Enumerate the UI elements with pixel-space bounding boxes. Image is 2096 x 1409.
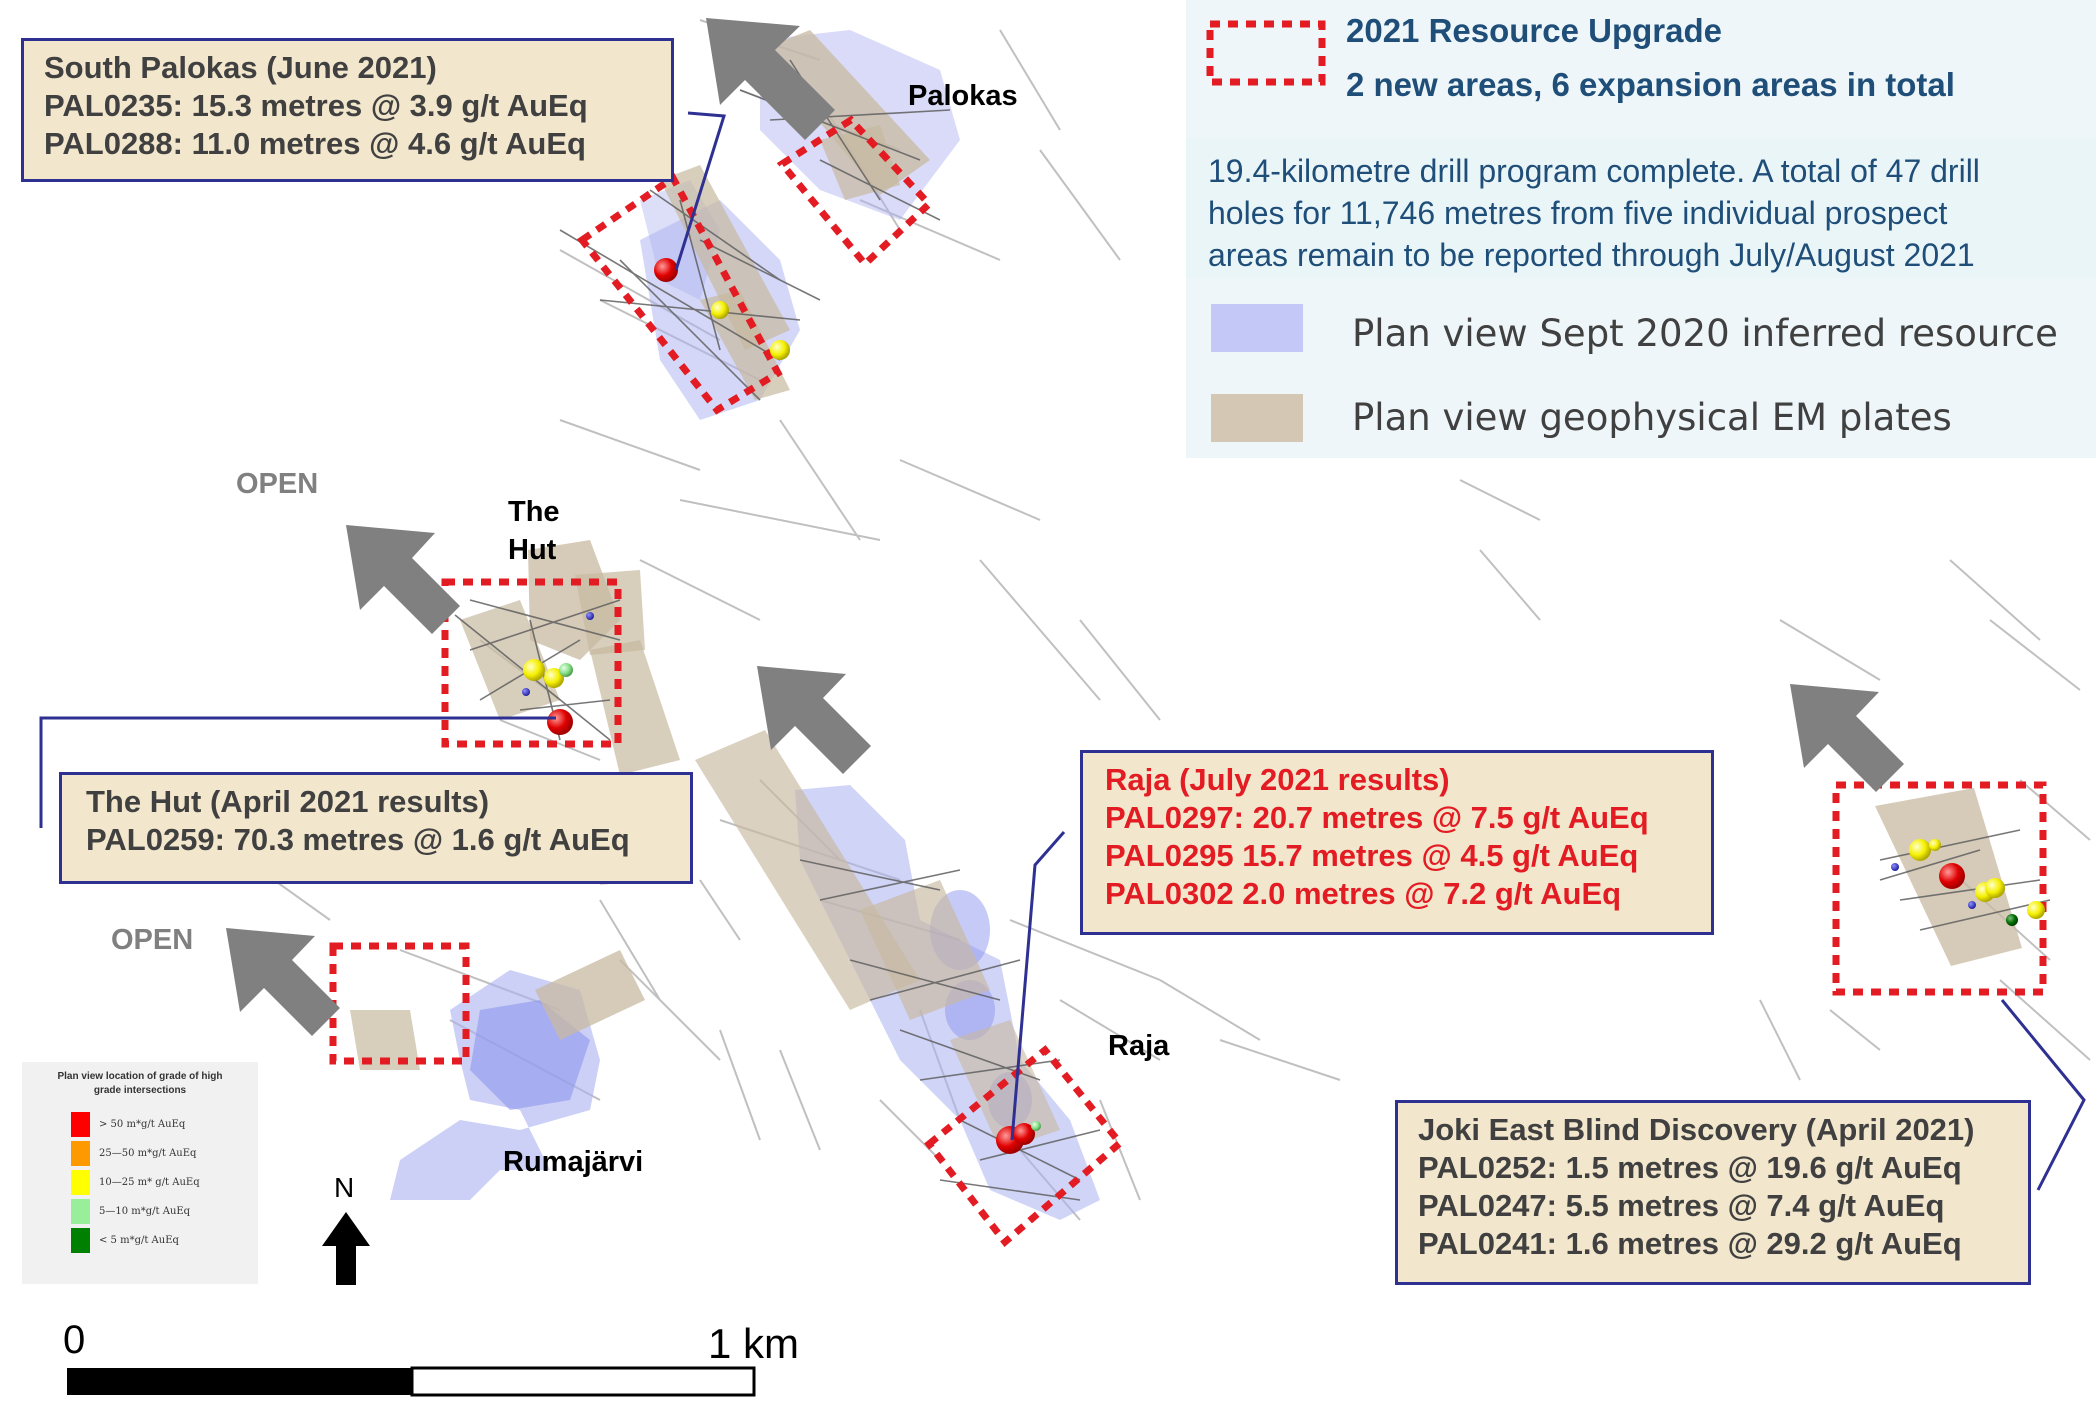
- north-label: N: [334, 1172, 355, 1203]
- callout-line: PAL0295 15.7 metres @ 4.5 g/t AuEq: [1105, 838, 1639, 873]
- grade-label: 5—10 m*g/t AuEq: [99, 1206, 191, 1217]
- grade-label: 10—25 m* g/t AuEq: [99, 1177, 200, 1188]
- grade-label: 25—50 m*g/t AuEq: [99, 1148, 197, 1159]
- grade-swatch: [71, 1228, 90, 1253]
- callout-title: The Hut (April 2021 results): [86, 784, 490, 819]
- grade-label: < 5 m*g/t AuEq: [99, 1235, 179, 1246]
- rumajarvi-area: [329, 942, 645, 1200]
- callout-leader-lines: [39, 111, 2086, 1191]
- callout-title: Joki East Blind Discovery (April 2021): [1418, 1112, 1975, 1147]
- scale-start-label: 0: [63, 1318, 86, 1362]
- grade-swatch: [71, 1199, 90, 1224]
- arrow-up-icon: [322, 1212, 370, 1285]
- scale-end-label: 1 km: [708, 1320, 800, 1367]
- callout-line: PAL0259: 70.3 metres @ 1.6 g/t AuEq: [86, 822, 630, 857]
- legend-program-line: 19.4-kilometre drill program complete. A…: [1208, 153, 1980, 189]
- raja-area: [695, 730, 1125, 1248]
- legend-program-line: holes for 11,746 metres from five indivi…: [1208, 195, 1948, 231]
- legend-program-text: 19.4-kilometre drill program complete. A…: [1208, 150, 1980, 276]
- callout-line: PAL0288: 11.0 metres @ 4.6 g/t AuEq: [44, 126, 586, 161]
- callout-the-hut: The Hut (April 2021 results) PAL0259: 70…: [59, 772, 693, 884]
- arrow-northwest-icon: [226, 18, 1904, 1036]
- label-rumajarvi: Rumajärvi: [503, 1146, 644, 1178]
- legend-resource-label: Plan view Sept 2020 inferred resource: [1352, 312, 2058, 355]
- label-palokas: Palokas: [908, 80, 1018, 112]
- scale-bar: [67, 1366, 756, 1397]
- callout-line: PAL0297: 20.7 metres @ 7.5 g/t AuEq: [1105, 800, 1649, 835]
- label-open-2: OPEN: [111, 924, 194, 956]
- label-the-hut-line2: Hut: [508, 534, 557, 566]
- callout-raja: Raja (July 2021 results) PAL0297: 20.7 m…: [1080, 750, 1714, 935]
- grade-legend-title-line: Plan view location of grade of high: [57, 1071, 223, 1082]
- callout-line: PAL0252: 1.5 metres @ 19.6 g/t AuEq: [1418, 1150, 1962, 1185]
- resource-swatch: [1211, 304, 1303, 352]
- legend-panel: 2021 Resource Upgrade 2 new areas, 6 exp…: [1186, 0, 2096, 458]
- callout-line: PAL0247: 5.5 metres @ 7.4 g/t AuEq: [1418, 1188, 1945, 1223]
- joki-east-area: [1832, 781, 2051, 996]
- legend-upgrade-title: 2021 Resource Upgrade: [1346, 12, 1723, 49]
- grade-swatch: [71, 1170, 90, 1195]
- grade-legend-title-line: grade intersections: [93, 1085, 187, 1096]
- grade-label: > 50 m*g/t AuEq: [99, 1119, 186, 1130]
- legend-upgrade-subtitle: 2 new areas, 6 expansion areas in total: [1346, 66, 1955, 103]
- grade-legend-title: Plan view location of grade of high grad…: [22, 1070, 258, 1098]
- label-the-hut-line1: The: [508, 496, 560, 528]
- callout-title: South Palokas (June 2021): [44, 50, 437, 85]
- callout-line: PAL0235: 15.3 metres @ 3.9 g/t AuEq: [44, 88, 588, 123]
- legend-program-line: areas remain to be reported through July…: [1208, 237, 1975, 273]
- upgrade-outline-swatch: [1206, 20, 1326, 86]
- callout-title: Raja (July 2021 results): [1105, 762, 1450, 797]
- palokas-area: [559, 30, 960, 420]
- legend-program-box: [1186, 138, 2096, 278]
- label-raja: Raja: [1108, 1030, 1170, 1062]
- label-open-1: OPEN: [236, 468, 319, 500]
- callout-line: PAL0241: 1.6 metres @ 29.2 g/t AuEq: [1418, 1226, 1962, 1261]
- em-plate-swatch: [1211, 394, 1303, 442]
- callout-joki-east: Joki East Blind Discovery (April 2021) P…: [1395, 1100, 2031, 1285]
- grade-swatch: [71, 1141, 90, 1166]
- callout-line: PAL0302 2.0 metres @ 7.2 g/t AuEq: [1105, 876, 1622, 911]
- grade-legend: Plan view location of grade of high grad…: [22, 1062, 258, 1284]
- callout-south-palokas: South Palokas (June 2021) PAL0235: 15.3 …: [21, 38, 674, 182]
- grade-swatch: [71, 1112, 90, 1137]
- legend-em-label: Plan view geophysical EM plates: [1352, 396, 1952, 439]
